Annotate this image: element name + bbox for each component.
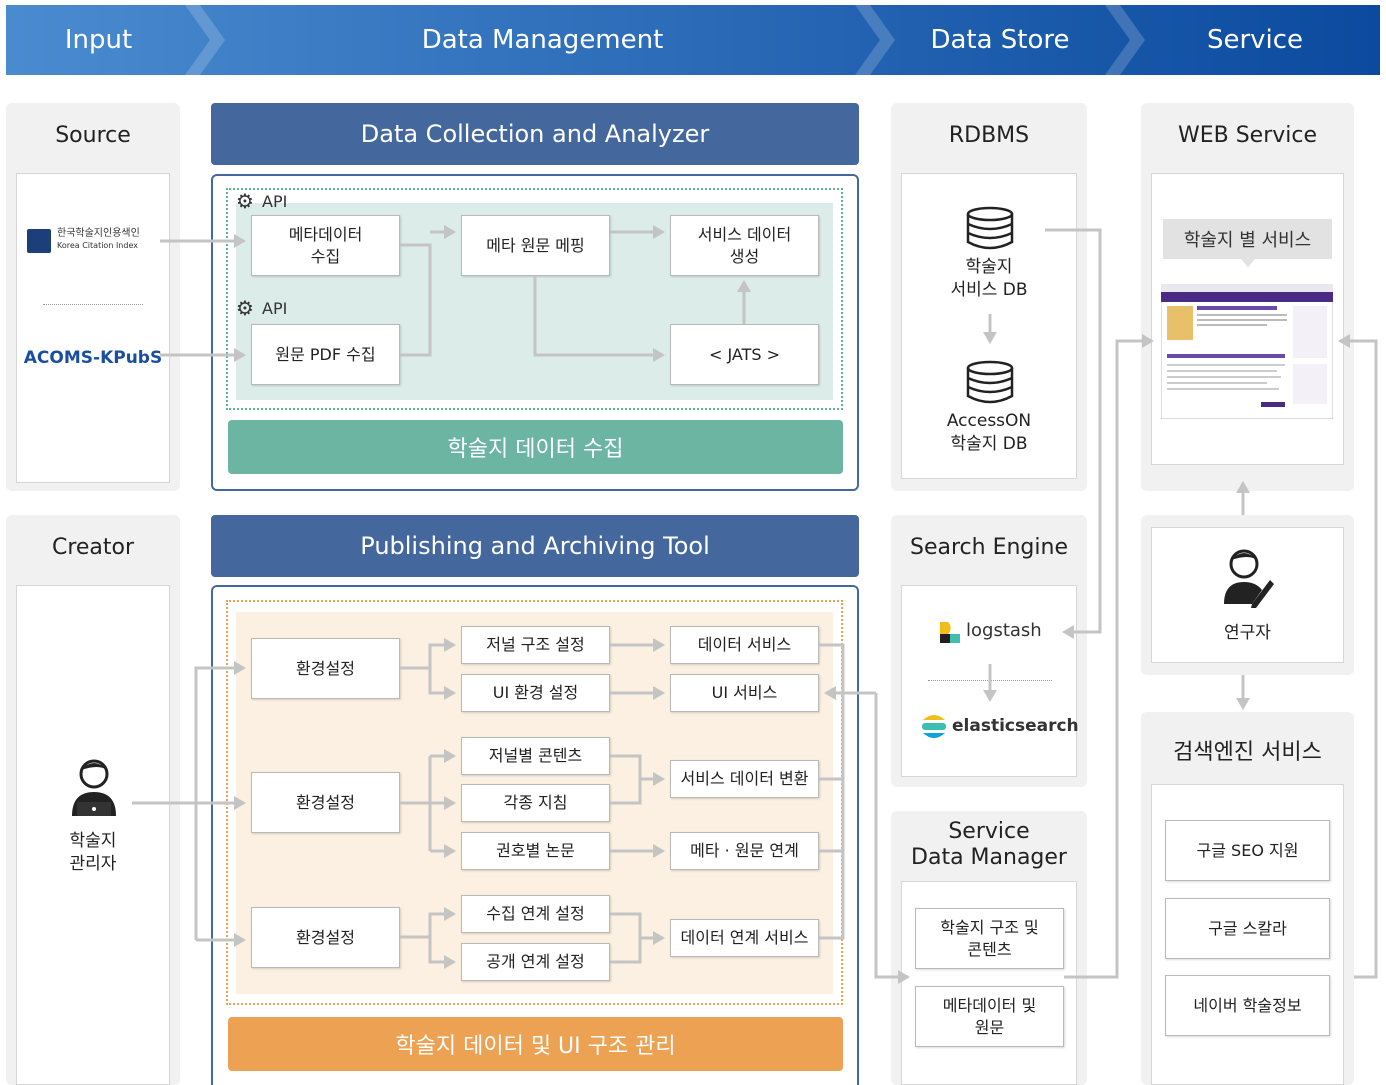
website-screenshot-thumbnail bbox=[1161, 284, 1333, 419]
search-engine-inner: logstash elasticsearch bbox=[901, 585, 1079, 777]
journal-content-box: 저널별 콘텐츠 bbox=[461, 737, 610, 775]
researcher-label: 연구자 bbox=[1224, 623, 1271, 643]
publishing-footer: 학술지 데이터 및 UI 구조 관리 bbox=[228, 1017, 843, 1071]
kci-name: 한국학술지인용색인 bbox=[57, 228, 140, 239]
collect-link-box: 수집 연계 설정 bbox=[461, 895, 610, 933]
database-icon bbox=[966, 206, 1014, 250]
acoms-logo: ACOMS-KPubS bbox=[23, 348, 163, 368]
creator-inner: 학술지 관리자 bbox=[16, 585, 170, 1085]
issue-papers-box: 권호별 논문 bbox=[461, 832, 610, 870]
callout-pointer bbox=[1241, 259, 1255, 267]
logstash-label: logstash bbox=[966, 620, 1042, 641]
journal-service-label: 학술지 별 서비스 bbox=[1163, 219, 1332, 259]
elasticsearch-label: elasticsearch bbox=[952, 716, 1079, 736]
pdf-collect-box: 원문 PDF 수집 bbox=[251, 324, 400, 385]
header-input: Input bbox=[64, 25, 133, 55]
google-scholar-box: 구글 스칼라 bbox=[1165, 898, 1330, 959]
db1-label: 학술지 서비스 DB bbox=[950, 257, 1028, 300]
researcher-icon bbox=[1224, 549, 1274, 608]
db2-label: AccessON 학술지 DB bbox=[946, 411, 1032, 454]
data-link-service-box: 데이터 연계 서비스 bbox=[670, 919, 819, 957]
rdbms-panel: RDBMS 학술지 서비스 DB AccessON 학술지 DB bbox=[891, 103, 1087, 491]
source-inner: 한국학술지인용색인 Korea Citation Index ACOMS-KPu… bbox=[16, 173, 170, 483]
rdbms-inner: 학술지 서비스 DB AccessON 학술지 DB bbox=[901, 173, 1077, 479]
api-label-1: API bbox=[262, 192, 288, 211]
api-label-2: API bbox=[262, 299, 288, 318]
admin-icon bbox=[72, 759, 116, 816]
researcher-panel: 연구자 bbox=[1141, 515, 1354, 675]
env-setting-2: 환경설정 bbox=[251, 772, 400, 833]
data-service-box: 데이터 서비스 bbox=[670, 626, 819, 664]
researcher-inner: 연구자 bbox=[1151, 527, 1344, 663]
header-banner bbox=[6, 5, 1380, 75]
source-separator bbox=[43, 304, 143, 305]
sdm-title: Service Data Manager bbox=[911, 819, 1067, 870]
gear-icon: ⚙ bbox=[236, 189, 254, 213]
database-icon bbox=[966, 360, 1014, 404]
collection-footer: 학술지 데이터 수집 bbox=[228, 420, 843, 474]
rdbms-title: RDBMS bbox=[948, 123, 1030, 148]
service-convert-box: 서비스 데이터 변환 bbox=[670, 760, 819, 798]
sdm-item-1: 학술지 구조 및 콘텐츠 bbox=[915, 908, 1064, 969]
search-separator bbox=[928, 680, 1052, 681]
google-seo-box: 구글 SEO 지원 bbox=[1165, 820, 1330, 881]
web-service-title: WEB Service bbox=[1177, 123, 1318, 148]
header-data-management: Data Management bbox=[421, 25, 664, 55]
sdm-item-2: 메타데이터 및 원문 bbox=[915, 986, 1064, 1047]
collection-dotted-area bbox=[226, 188, 843, 410]
ui-env-box: UI 환경 설정 bbox=[461, 674, 610, 712]
guidelines-box: 각종 지침 bbox=[461, 784, 610, 822]
search-engine-title: Search Engine bbox=[910, 535, 1068, 560]
header-service: Service bbox=[1206, 25, 1304, 55]
naver-academic-box: 네이버 학술정보 bbox=[1165, 975, 1330, 1036]
publishing-title: Publishing and Archiving Tool bbox=[211, 515, 859, 577]
admin-label: 학술지 관리자 bbox=[69, 831, 117, 874]
journal-struct-box: 저널 구조 설정 bbox=[461, 626, 610, 664]
creator-title: Creator bbox=[51, 535, 135, 560]
meta-mapping-box: 메타 원문 메핑 bbox=[461, 215, 610, 276]
public-link-box: 공개 연계 설정 bbox=[461, 943, 610, 981]
ui-service-box: UI 서비스 bbox=[670, 674, 819, 712]
source-title: Source bbox=[55, 123, 131, 148]
jats-box: < JATS > bbox=[670, 324, 819, 385]
elasticsearch-icon bbox=[922, 715, 946, 738]
header-data-store: Data Store bbox=[930, 25, 1070, 55]
collection-title: Data Collection and Analyzer bbox=[211, 103, 859, 165]
meta-link-box: 메타 · 원문 연계 bbox=[670, 832, 819, 870]
kci-subname: Korea Citation Index bbox=[57, 241, 138, 250]
service-data-box: 서비스 데이터 생성 bbox=[670, 215, 819, 276]
logstash-icon bbox=[940, 622, 960, 643]
search-service-title: 검색엔진 서비스 bbox=[1173, 740, 1322, 765]
search-engine-panel: Search Engine logstash elasticsearch bbox=[891, 515, 1087, 787]
env-setting-3: 환경설정 bbox=[251, 907, 400, 968]
kci-logo-icon bbox=[27, 229, 51, 253]
creator-panel: Creator 학술지 관리자 bbox=[6, 515, 180, 1085]
meta-collect-box: 메타데이터 수집 bbox=[251, 215, 400, 276]
env-setting-1: 환경설정 bbox=[251, 638, 400, 699]
gear-icon: ⚙ bbox=[236, 296, 254, 320]
source-panel: Source 한국학술지인용색인 Korea Citation Index AC… bbox=[6, 103, 180, 491]
